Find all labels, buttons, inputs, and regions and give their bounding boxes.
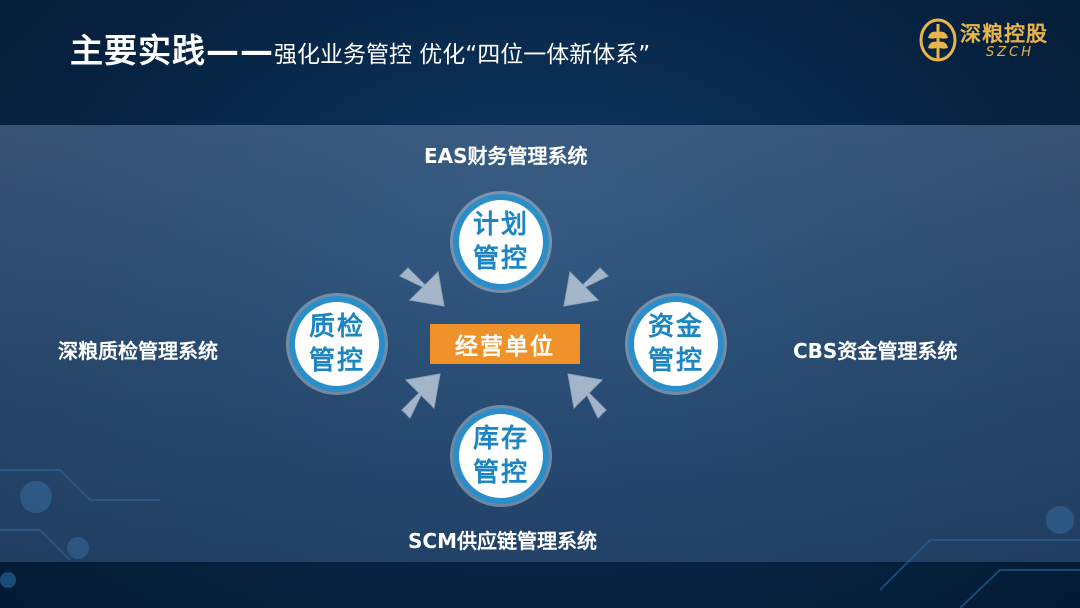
system-label-bottom: SCM供应链管理系统	[408, 529, 597, 553]
node-quality-control: 质检 管控	[289, 296, 385, 392]
company-logo: 深粮控股 SZCH	[916, 10, 1066, 66]
node-text: 库存	[472, 424, 529, 454]
system-label-left: 深粮质检管理系统	[58, 339, 218, 363]
node-inventory-control: 库存 管控	[453, 408, 549, 504]
center-business-unit: 经营单位	[430, 324, 580, 364]
node-text: 管控	[472, 244, 529, 274]
node-text: 计划	[472, 210, 529, 240]
node-text: 质检	[308, 312, 365, 342]
system-label-right: CBS资金管理系统	[793, 339, 958, 363]
wheat-icon	[919, 18, 957, 62]
page-title: 主要实践—— 强化业务管控 优化“四位一体新体系”	[70, 24, 650, 70]
system-label-top: EAS财务管理系统	[424, 144, 588, 168]
node-fund-control: 资金 管控	[628, 296, 724, 392]
node-text: 管控	[472, 458, 529, 488]
node-text: 管控	[647, 346, 704, 376]
node-text: 管控	[308, 346, 365, 376]
page-title-main: 主要实践——	[70, 31, 274, 70]
node-text: 资金	[647, 312, 704, 342]
logo-name-en: SZCH	[985, 45, 1034, 60]
node-plan-control: 计划 管控	[453, 194, 549, 290]
page-title-sub: 强化业务管控 优化“四位一体新体系”	[274, 42, 651, 68]
logo-name-cn: 深粮控股	[960, 22, 1048, 46]
